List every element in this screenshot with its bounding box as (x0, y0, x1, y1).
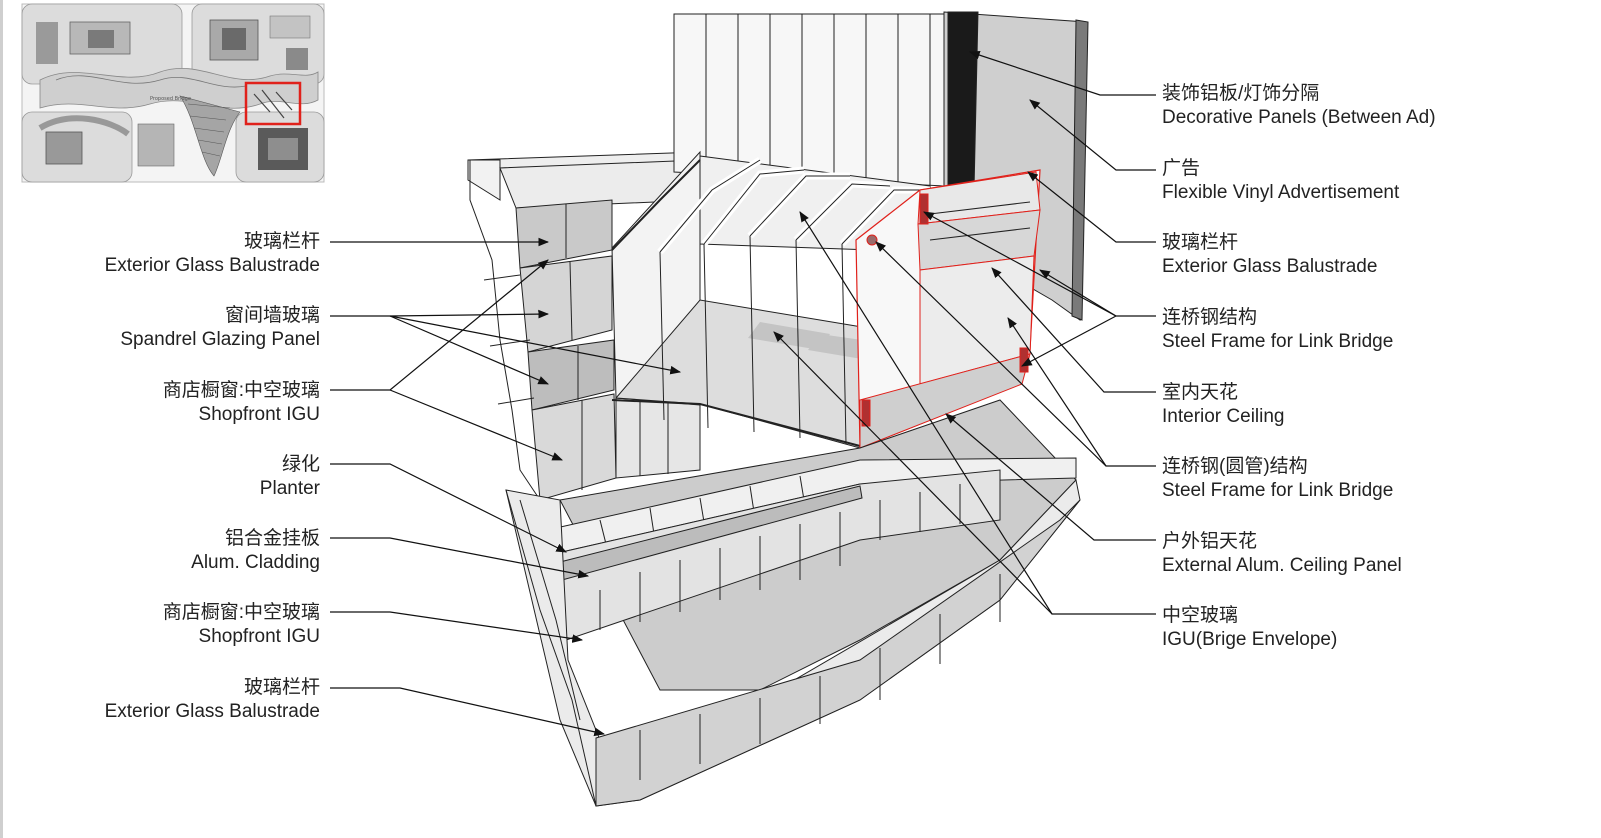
label-en: Exterior Glass Balustrade (104, 255, 320, 276)
callout-line-r3 (1027, 171, 1156, 243)
label-en: External Alum. Ceiling Panel (1162, 555, 1402, 576)
label-left-planter: 绿化 Planter (0, 453, 320, 501)
callout-line-r2 (1029, 99, 1156, 171)
label-right-steel-frame-link-bridge-tube: 连桥钢(圆管)结构 Steel Frame for Link Bridge (1162, 455, 1393, 503)
label-en: Alum. Cladding (191, 552, 320, 573)
page-left-rule (0, 0, 3, 838)
label-zh: 铝合金挂板 (224, 528, 320, 549)
label-en: Spandrel Glazing Panel (120, 329, 320, 350)
label-zh: 商店橱窗:中空玻璃 (162, 380, 320, 401)
callout-line-l2b (389, 315, 549, 385)
callout-line-r4b (1039, 269, 1117, 317)
label-zh: 商店橱窗:中空玻璃 (162, 602, 320, 623)
callout-line-l5 (330, 537, 590, 579)
label-left-exterior-glass-balustrade-lower: 玻璃栏杆 Exterior Glass Balustrade (0, 676, 320, 724)
key-plan-map: Proposed Bridge (21, 3, 325, 183)
label-en: Exterior Glass Balustrade (104, 701, 320, 722)
label-en: Steel Frame for Link Bridge (1162, 331, 1394, 352)
label-right-flexible-vinyl-advertisement: 广告 Flexible Vinyl Advertisement (1162, 157, 1399, 205)
callout-line-r6b (1007, 317, 1107, 467)
label-en: Planter (259, 478, 320, 499)
label-zh: 装饰铝板/灯饰分隔 (1162, 83, 1320, 104)
label-en: Exterior Glass Balustrade (1162, 256, 1378, 277)
label-en: Decorative Panels (Between Ad) (1162, 107, 1436, 128)
callout-line-r4c (1021, 315, 1117, 367)
callout-lines (330, 50, 1156, 737)
callout-line-l2c (389, 315, 682, 375)
label-en: Interior Ceiling (1162, 406, 1285, 427)
label-zh: 广告 (1162, 158, 1201, 179)
label-zh: 玻璃栏杆 (243, 231, 320, 252)
label-zh: 连桥钢(圆管)结构 (1162, 456, 1308, 477)
left-wing (467, 151, 701, 501)
key-plan-label: Proposed Bridge (150, 96, 191, 102)
lower-podium (505, 399, 1081, 807)
label-left-shopfront-igu-upper: 商店橱窗:中空玻璃 Shopfront IGU (0, 379, 320, 427)
label-en: IGU(Brige Envelope) (1162, 629, 1338, 650)
label-left-shopfront-igu-lower: 商店橱窗:中空玻璃 Shopfront IGU (0, 601, 320, 649)
label-zh: 户外铝天花 (1162, 531, 1258, 552)
label-right-external-alum-ceiling-panel: 户外铝天花 External Alum. Ceiling Panel (1162, 530, 1402, 578)
link-bridge (611, 150, 1041, 449)
label-zh: 窗间墙玻璃 (224, 305, 320, 326)
callout-line-r5 (991, 267, 1156, 393)
callout-line-l2a (330, 309, 550, 319)
callout-line-r1 (968, 50, 1156, 96)
label-left-alum-cladding: 铝合金挂板 Alum. Cladding (0, 527, 320, 575)
label-en: Shopfront IGU (198, 404, 320, 425)
callout-line-r7 (945, 413, 1156, 541)
label-zh: 中空玻璃 (1162, 605, 1239, 626)
callout-line-l3b (389, 389, 564, 461)
label-zh: 绿化 (281, 454, 320, 475)
decorative-ad-divider-panel (947, 11, 979, 191)
label-left-exterior-glass-balustrade-upper: 玻璃栏杆 Exterior Glass Balustrade (0, 230, 320, 278)
label-en: Shopfront IGU (198, 626, 320, 647)
label-zh: 玻璃栏杆 (1162, 232, 1239, 253)
callout-line-l4 (330, 463, 567, 553)
label-right-interior-ceiling: 室内天花 Interior Ceiling (1162, 381, 1285, 429)
label-left-spandrel-glazing-panel: 窗间墙玻璃 Spandrel Glazing Panel (0, 304, 320, 352)
label-right-exterior-glass-balustrade: 玻璃栏杆 Exterior Glass Balustrade (1162, 231, 1377, 279)
key-plan-highlight (244, 81, 302, 126)
label-right-decorative-panels: 装饰铝板/灯饰分隔 Decorative Panels (Between Ad) (1162, 82, 1436, 130)
label-zh: 玻璃栏杆 (243, 677, 320, 698)
label-en: Flexible Vinyl Advertisement (1162, 182, 1400, 203)
label-zh: 室内天花 (1162, 382, 1239, 403)
label-zh: 连桥钢结构 (1162, 307, 1258, 328)
callout-line-l6 (330, 611, 584, 643)
callout-line-l7 (330, 687, 606, 737)
callout-line-r8b (773, 331, 1053, 615)
label-right-steel-frame-link-bridge: 连桥钢结构 Steel Frame for Link Bridge (1162, 306, 1393, 354)
label-en: Steel Frame for Link Bridge (1162, 480, 1394, 501)
label-right-igu-bridge-envelope: 中空玻璃 IGU(Brige Envelope) (1162, 604, 1337, 652)
